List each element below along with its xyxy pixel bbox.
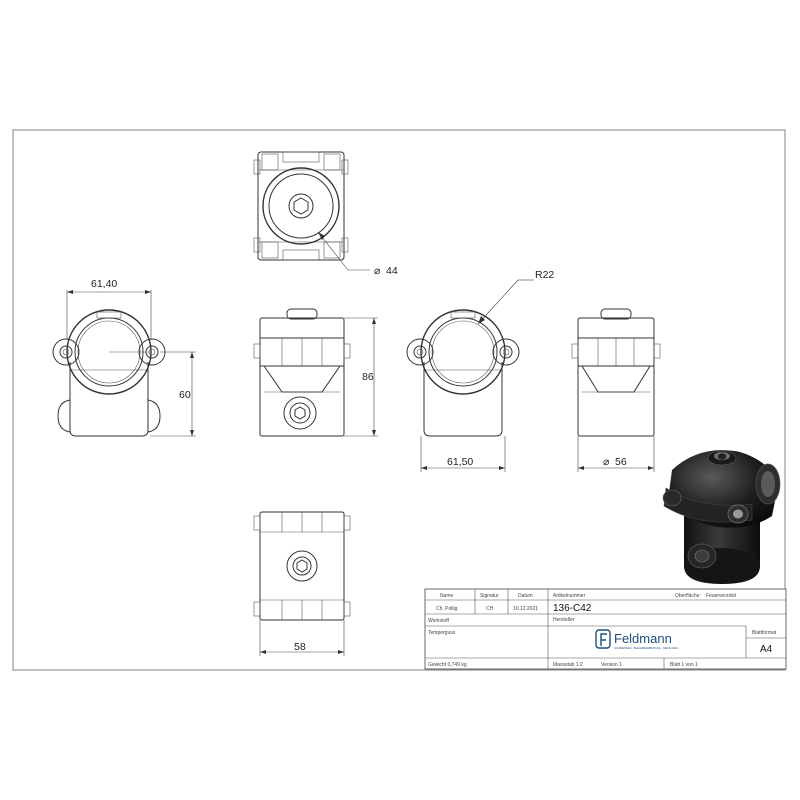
- tb-header-datum: Datum: [518, 593, 533, 599]
- dim-width-right: 61,50: [447, 456, 473, 468]
- top-view: ⌀ 44: [253, 151, 398, 277]
- title-block: Name Signatur Datum Artikelnummer Oberfl…: [424, 588, 787, 670]
- tb-name-value: Ch. Pollig: [436, 606, 458, 612]
- tb-massstab: Massstab 1:2: [553, 662, 583, 668]
- company-name: Feldmann: [614, 631, 672, 646]
- tb-gewicht: Gewicht 0,749 kg: [428, 662, 467, 668]
- dim-radius: R22: [535, 269, 554, 281]
- dim-dia-top: 44: [386, 265, 398, 277]
- dim-height-front: 60: [179, 389, 191, 401]
- dim-dia-right-symbol: ⌀: [603, 456, 610, 468]
- dim-dia-top-symbol: ⌀: [374, 265, 381, 277]
- front-view: 61,40 60: [52, 278, 196, 437]
- tb-header-name: Name: [440, 593, 454, 599]
- tb-werkstoff-label: Werkstoff: [428, 618, 450, 624]
- tb-version: Version 1: [601, 662, 622, 668]
- tb-header-oberflaeche: Oberfläche:: [675, 593, 701, 599]
- tb-werkstoff-value: Temperguss: [428, 630, 456, 636]
- tb-datum-value: 10.12.2021: [513, 606, 538, 612]
- company-tagline: SCHWEISSEN · BLECHBEARBEITUNG · METALLBA…: [614, 646, 679, 650]
- tb-blatt: Blatt 1 von 1: [670, 662, 698, 668]
- tb-header-signatur: Signatur: [480, 593, 499, 599]
- tb-header-artikel: Artikelnummer: [553, 593, 586, 599]
- dim-height-side: 86: [362, 371, 374, 383]
- tb-hersteller-label: Hersteller: [553, 617, 575, 623]
- tb-article-number: 136-C42: [553, 603, 592, 614]
- part-3d-render: [662, 450, 781, 584]
- dim-dia-right: 56: [615, 456, 627, 468]
- tb-blattformat-label: Blattformat: [752, 630, 777, 636]
- bottom-view: 58: [253, 511, 351, 656]
- far-right-view: ⌀ 56: [571, 308, 661, 472]
- right-view: R22 61,50: [406, 269, 554, 472]
- dim-width-bottom: 58: [294, 641, 306, 653]
- side-view: 86: [253, 308, 378, 437]
- tb-blattformat-value: A4: [760, 644, 773, 655]
- tb-oberflaeche-value: Feuerverzinkt: [706, 593, 737, 599]
- dim-width-front: 61,40: [91, 278, 117, 290]
- tb-signatur-value: CH: [486, 606, 494, 612]
- feldmann-logo: Feldmann SCHWEISSEN · BLECHBEARBEITUNG ·…: [595, 629, 679, 650]
- drawing-border: [12, 129, 786, 671]
